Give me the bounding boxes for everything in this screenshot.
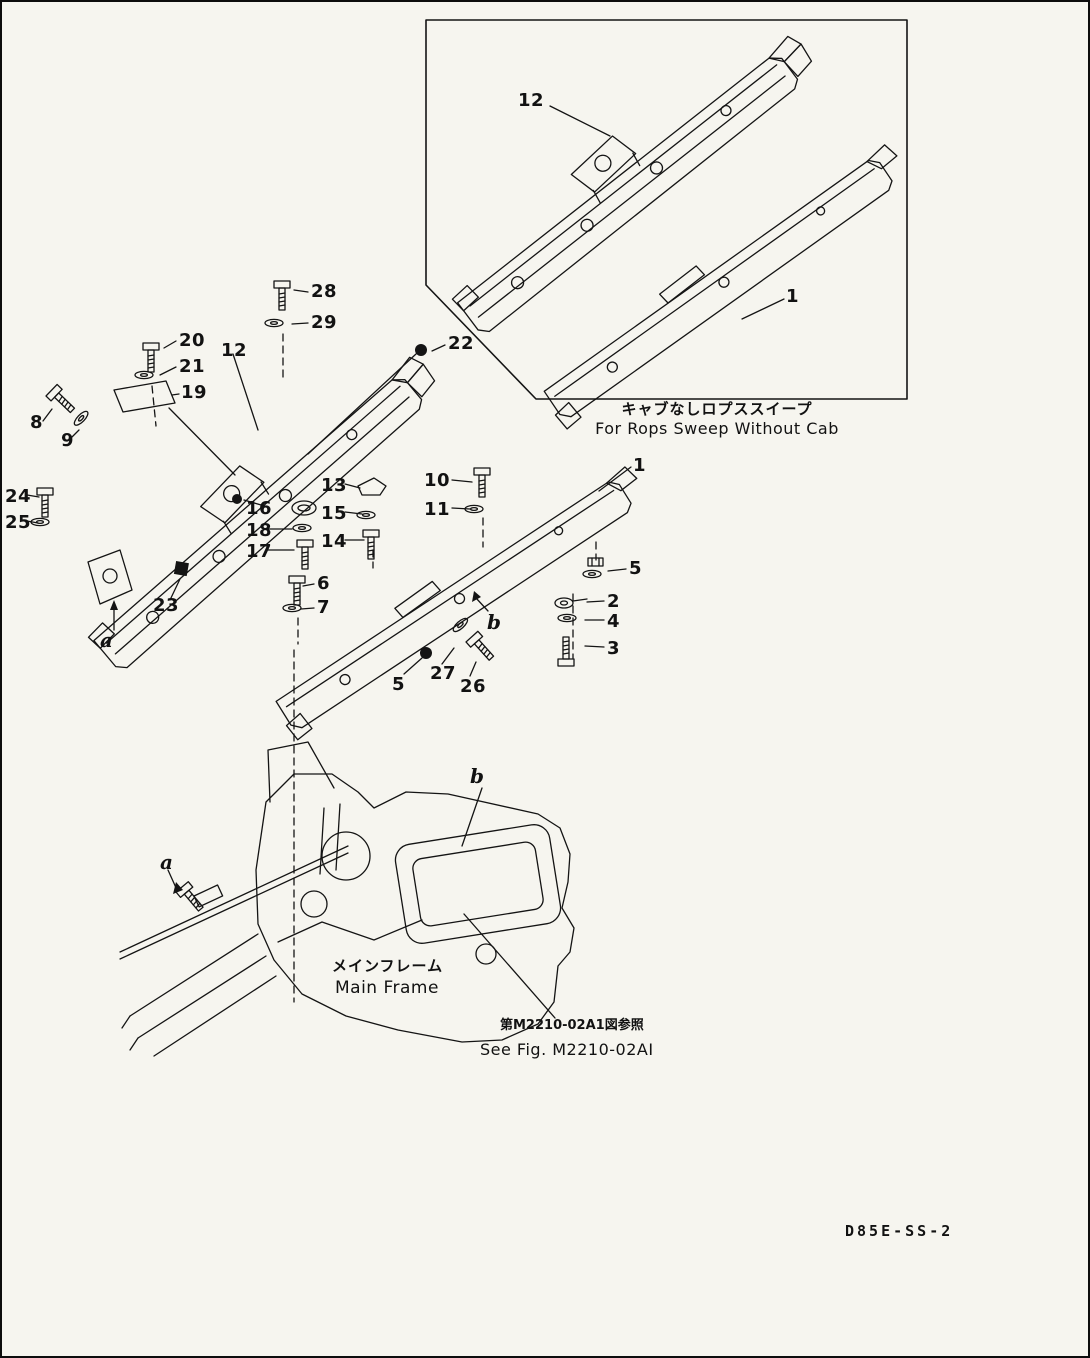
washer-21-drawing (134, 370, 154, 380)
washer-29-drawing (264, 318, 284, 328)
bracket-13-drawing (357, 477, 387, 496)
callout-29: 29 (311, 312, 338, 333)
inset-rail-12-drawing (431, 11, 827, 339)
callout-11: 11 (424, 499, 451, 520)
plate-19-drawing (113, 380, 176, 413)
leader-lines (26, 289, 632, 677)
main-frame-label-en: Main Frame (335, 978, 439, 998)
callout-1-inset: 1 (786, 286, 800, 307)
callout-28: 28 (311, 281, 338, 302)
callout-4: 4 (607, 611, 621, 632)
callout-8: 8 (30, 412, 44, 433)
callout-b-upper: b (487, 610, 502, 634)
callout-5-right: 5 (629, 558, 643, 579)
callout-a-upper: a (100, 628, 114, 652)
see-fig-label-en: See Fig. M2210-02AI (480, 1040, 654, 1059)
callout-14: 14 (321, 531, 348, 552)
clip-2-drawing (554, 597, 574, 609)
see-fig-label-jp: 第M2210-02A1図参照 (500, 1018, 644, 1033)
main-frame-drawing (119, 649, 575, 1057)
inset-caption-en: For Rops Sweep Without Cab (595, 419, 839, 438)
callout-b-frame: b (470, 764, 485, 788)
bolt-10-drawing (473, 467, 491, 498)
callout-26: 26 (460, 676, 487, 697)
callout-1-main: 1 (633, 455, 647, 476)
case-b-drawing (394, 824, 562, 944)
callout-19: 19 (181, 382, 208, 403)
callout-24: 24 (5, 486, 32, 507)
callout-7: 7 (317, 597, 331, 618)
bolt-24-drawing (36, 487, 54, 518)
callout-3: 3 (607, 638, 621, 659)
callout-17: 17 (246, 541, 273, 562)
bolt-a-drawing (175, 881, 208, 915)
washer-7-drawing (282, 603, 302, 613)
washer-9-drawing (71, 408, 91, 428)
washer-15-drawing (356, 510, 376, 520)
callout-27: 27 (430, 663, 457, 684)
washer-18-drawing (292, 523, 312, 533)
washer-27-drawing (450, 615, 471, 635)
callout-23: 23 (153, 595, 180, 616)
point-16 (232, 494, 242, 504)
callout-20: 20 (179, 330, 206, 351)
inset-caption-jp: キャブなしロプススイープ (621, 400, 813, 418)
callout-15: 15 (321, 503, 348, 524)
callout-10: 10 (424, 470, 451, 491)
fasteners (30, 280, 604, 667)
washer-5-drawing (582, 569, 602, 579)
bolt-17-drawing (296, 539, 314, 570)
plug-16-drawing (291, 500, 317, 516)
inset-box (425, 11, 922, 431)
bolt-20-drawing (142, 342, 160, 373)
callout-21: 21 (179, 356, 206, 377)
bolt-6-drawing (288, 575, 306, 606)
main-frame-label-jp: メインフレーム (332, 957, 444, 975)
exploded-view (26, 280, 660, 742)
inset-rail-1-drawing (529, 137, 922, 431)
callout-9: 9 (61, 430, 75, 451)
bolt-14-drawing (362, 529, 380, 560)
callout-18: 18 (246, 520, 273, 541)
callout-2: 2 (607, 591, 621, 612)
block-23-drawing (173, 561, 189, 577)
callout-16: 16 (246, 498, 273, 519)
callout-6: 6 (317, 573, 331, 594)
callout-a-frame: a (160, 850, 174, 874)
callout-12-main: 12 (221, 340, 248, 361)
callout-5-lower: 5 (392, 674, 406, 695)
bolt-26-drawing (465, 630, 498, 665)
point-5-lower (420, 647, 432, 659)
bolt-3-drawing (557, 636, 575, 667)
callout-12-inset: 12 (518, 90, 545, 111)
callout-25: 25 (5, 512, 32, 533)
bolt-28-drawing (273, 280, 291, 311)
callout-13: 13 (321, 475, 348, 496)
drawing-number: D85E-SS-2 (845, 1222, 954, 1240)
callout-22: 22 (448, 333, 475, 354)
point-22 (415, 344, 427, 356)
